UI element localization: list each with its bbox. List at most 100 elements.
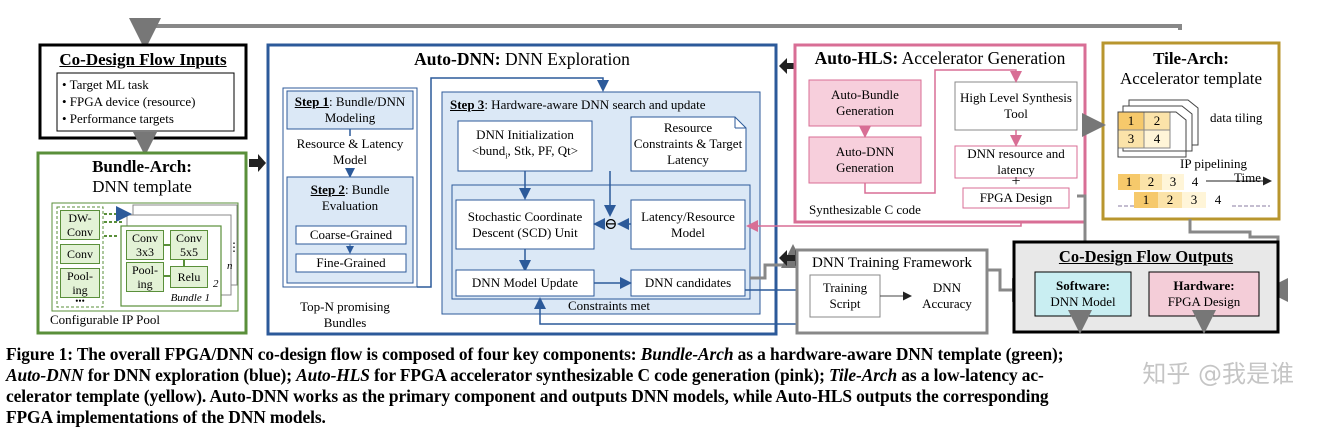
pipe-row1-3: 3 (1169, 174, 1177, 189)
output-hardware-bold: Hardware: (1173, 278, 1235, 293)
tile-arch-title-rest: Accelerator template (1119, 69, 1263, 88)
fpga-design-hls: FPGA Design (979, 190, 1053, 205)
synthesizable-c-code: Synthesizable C code (809, 202, 921, 217)
dnn-init-params: , Stk, PF, Qt> (507, 143, 579, 159)
tile-2: 2 (1153, 113, 1161, 128)
plus-symbol: + (1011, 173, 1021, 190)
pipe-row1-2: 2 (1147, 174, 1155, 189)
constraints-met: Constraints met (568, 298, 650, 313)
step3-label: Step 3 (450, 97, 485, 112)
tile-arch-title: Tile-Arch: Accelerator template (1103, 49, 1279, 89)
auto-dnn-title-rest: DNN Exploration (504, 49, 630, 69)
top-n-bundles: Top-N promising Bundles (300, 299, 390, 330)
auto-bundle-generation: Auto-Bundle Generation (831, 87, 899, 118)
fine-grained: Fine-Grained (316, 255, 386, 270)
bundle-conv3x3: Conv 3x3 (126, 230, 164, 260)
bundle-arch-title-bold: Bundle-Arch: (92, 157, 192, 176)
pipe-row2-3: 3 (1190, 192, 1198, 207)
caption-t4: as a low-latency ac- (897, 365, 1044, 385)
auto-dnn-title-bold: Auto-DNN: (414, 49, 501, 69)
bundle-stack-dots: ⋮ (228, 240, 240, 254)
coarse-grained: Coarse-Grained (309, 227, 393, 242)
pipe-row2-2: 2 (1166, 192, 1174, 207)
dnn-init-sub: i (505, 151, 508, 161)
dnn-init-bund: <bund (471, 143, 506, 159)
dnn-resource-latency: DNN resource and latency (967, 146, 1065, 177)
caption-c4: Tile-Arch (829, 365, 898, 385)
bundle-stack-n: n (227, 260, 233, 272)
dnn-accuracy: DNN Accuracy (922, 280, 972, 311)
ip-pooling: Pool-ing (60, 268, 100, 298)
output-software-bold: Software: (1056, 278, 1110, 293)
step1-box: Step 1: Bundle/DNN Modeling (289, 93, 411, 127)
ip-pipelining-label: IP pipelining (1180, 156, 1248, 171)
ip-pool-label: Configurable IP Pool (50, 312, 161, 327)
tile-arch-title-bold: Tile-Arch: (1153, 49, 1229, 68)
auto-dnn-title: Auto-DNN: DNN Exploration (268, 49, 776, 70)
pipe-row1-1: 1 (1125, 174, 1133, 189)
watermark: 知乎 @我是谁 (1142, 360, 1294, 388)
auto-hls-title: Auto-HLS: Accelerator Generation (795, 48, 1085, 69)
subtract-symbol: ⊖ (604, 216, 618, 233)
training-script: Training Script (822, 280, 868, 311)
inputs-title: Co-Design Flow Inputs (59, 50, 227, 69)
hls-tool: High Level Synthesis Tool (960, 90, 1072, 121)
step2-text: : Bundle Evaluation (321, 182, 390, 213)
bundle-label: Bundle 1 (170, 292, 210, 304)
bundle-conv5x5: Conv 5x5 (170, 230, 208, 260)
caption-t3: for FPGA accelerator synthesizable C cod… (369, 365, 830, 385)
bundle-relu: Relu (170, 266, 208, 288)
resource-constraints: Resource Constraints & Target Latency (633, 120, 743, 167)
caption-lead: Figure 1: The overall FPGA/DNN co-design… (6, 344, 641, 364)
input-item-performance: • Performance targets (62, 111, 174, 126)
caption-c3: Auto-HLS (296, 365, 370, 385)
dnn-init-line2: <bundi, Stk, PF, Qt> (472, 143, 578, 165)
caption-line3: celerator template (yellow). Auto-DNN wo… (6, 386, 1049, 406)
auto-hls-title-rest: Accelerator Generation (901, 48, 1066, 68)
step3-text: : Hardware-aware DNN search and update (484, 97, 706, 112)
training-title: DNN Training Framework (812, 254, 972, 271)
step1-text: : Bundle/DNN Modeling (324, 94, 406, 125)
step2-label: Step 2 (310, 182, 345, 197)
pipe-row2-4: 4 (1214, 192, 1222, 207)
tile-3: 3 (1127, 131, 1135, 146)
caption-c1: Bundle-Arch (640, 344, 734, 364)
bundle-pooling: Pool-ing (126, 262, 164, 292)
scd-unit: Stochastic Coordinate Descent (SCD) Unit (467, 208, 583, 240)
latency-resource-model: Latency/Resource Model (641, 208, 735, 240)
data-tiling-label: data tiling (1210, 110, 1263, 125)
bundle-arch-title: Bundle-Arch: DNN template (38, 157, 246, 197)
auto-hls-title-bold: Auto-HLS: (814, 48, 899, 68)
figure-caption: Figure 1: The overall FPGA/DNN co-design… (6, 344, 1336, 428)
pipe-row1-4: 4 (1191, 174, 1199, 189)
dnn-init-line1: DNN Initialization (476, 127, 574, 143)
dnn-initialization: DNN Initialization <bundi, Stk, PF, Qt> (458, 121, 592, 171)
tile-1: 1 (1127, 113, 1135, 128)
input-item-device: • FPGA device (resource) (62, 94, 196, 109)
resource-latency-model: Resource & Latency Model (289, 136, 411, 168)
output-hardware: Hardware: FPGA Design (1149, 272, 1259, 316)
dnn-model-update: DNN Model Update (471, 275, 579, 290)
caption-line4: FPGA implementations of the DNN models. (6, 407, 326, 427)
input-item-task: • Target ML task (62, 77, 149, 92)
step1-label: Step 1 (294, 94, 330, 109)
caption-line1: Figure 1: The overall FPGA/DNN co-design… (6, 344, 1336, 365)
time-label: Time (1234, 170, 1261, 185)
outputs-title: Co-Design Flow Outputs (1058, 247, 1234, 266)
output-software-rest: DNN Model (1050, 294, 1116, 309)
caption-line2: Auto-DNN for DNN exploration (blue); Aut… (6, 365, 1336, 386)
ip-conv: Conv (60, 244, 100, 264)
output-software: Software: DNN Model (1035, 272, 1131, 316)
ip-more-dots: ••• (75, 296, 85, 306)
caption-t1: as a hardware-aware DNN template (green)… (733, 344, 1064, 364)
bundle-stack-2: 2 (213, 278, 219, 290)
bundle-arch-title-rest: DNN template (92, 177, 192, 196)
caption-t2: for DNN exploration (blue); (83, 365, 297, 385)
dnn-candidates: DNN candidates (644, 275, 732, 290)
caption-c2: Auto-DNN (6, 365, 84, 385)
feedback-arrow-top (129, 18, 1182, 50)
tile-4: 4 (1153, 131, 1161, 146)
output-hardware-rest: FPGA Design (1167, 294, 1241, 309)
inputs-list: • Target ML task • FPGA device (resource… (62, 76, 232, 127)
